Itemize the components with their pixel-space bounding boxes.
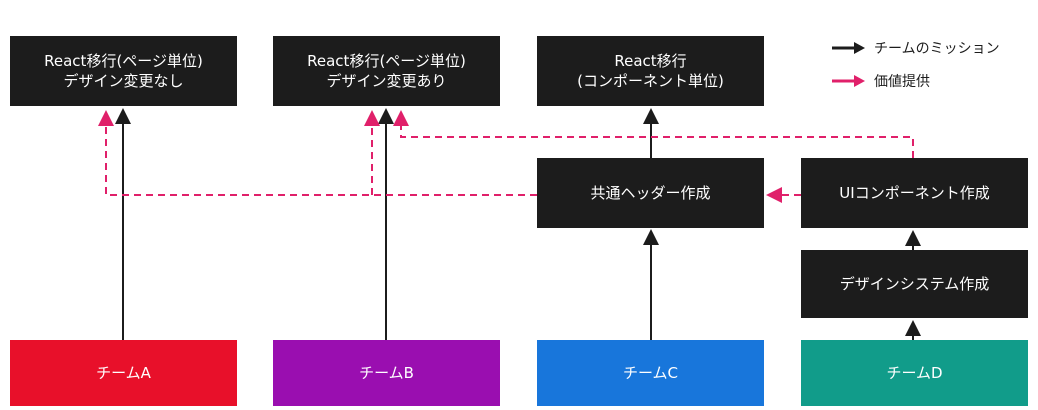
goal-box-c: React移行 (コンポーネント単位): [537, 36, 764, 106]
legend-pink-arrow-icon: [832, 75, 865, 87]
team-d-label: チームD: [886, 363, 943, 382]
team-box-a: チームA: [10, 340, 237, 406]
legend-mission-label: チームのミッション: [874, 41, 1000, 57]
goal-b-line1: React移行(ページ単位): [307, 51, 466, 70]
goal-c-line1: React移行: [614, 51, 687, 70]
legend-black-arrow-icon: [832, 42, 865, 54]
value-arrow-ui-to-goal-b: [393, 110, 914, 158]
goal-box-a: React移行(ページ単位) デザイン変更なし: [10, 36, 237, 106]
team-b-label: チームB: [359, 363, 414, 382]
goal-c-line2: (コンポーネント単位): [577, 72, 724, 90]
team-c-label: チームC: [622, 363, 679, 382]
legend-mission: チームのミッション: [832, 38, 1000, 58]
goal-box-b: React移行(ページ単位) デザイン変更あり: [273, 36, 500, 106]
task-box-design-system: デザインシステム作成: [801, 250, 1028, 318]
team-a-label: チームA: [96, 363, 151, 382]
task-box-common-header: 共通ヘッダー作成: [537, 158, 764, 228]
task-box-ui-components: UIコンポーネント作成: [801, 158, 1028, 228]
value-arrow-header-to-goal-a: [98, 110, 537, 196]
task-design-system-label: デザインシステム作成: [839, 274, 990, 293]
team-box-d: チームD: [801, 340, 1028, 406]
team-box-b: チームB: [273, 340, 500, 406]
legend-value-label: 価値提供: [874, 74, 930, 90]
goal-a-line2: デザイン変更なし: [63, 72, 184, 90]
goal-b-line2: デザイン変更あり: [326, 72, 447, 90]
team-box-c: チームC: [537, 340, 764, 406]
task-ui-components-label: UIコンポーネント作成: [839, 183, 990, 202]
goal-a-line1: React移行(ページ単位): [44, 51, 203, 70]
task-common-header-label: 共通ヘッダー作成: [590, 183, 711, 202]
legend-value: 価値提供: [832, 71, 930, 91]
